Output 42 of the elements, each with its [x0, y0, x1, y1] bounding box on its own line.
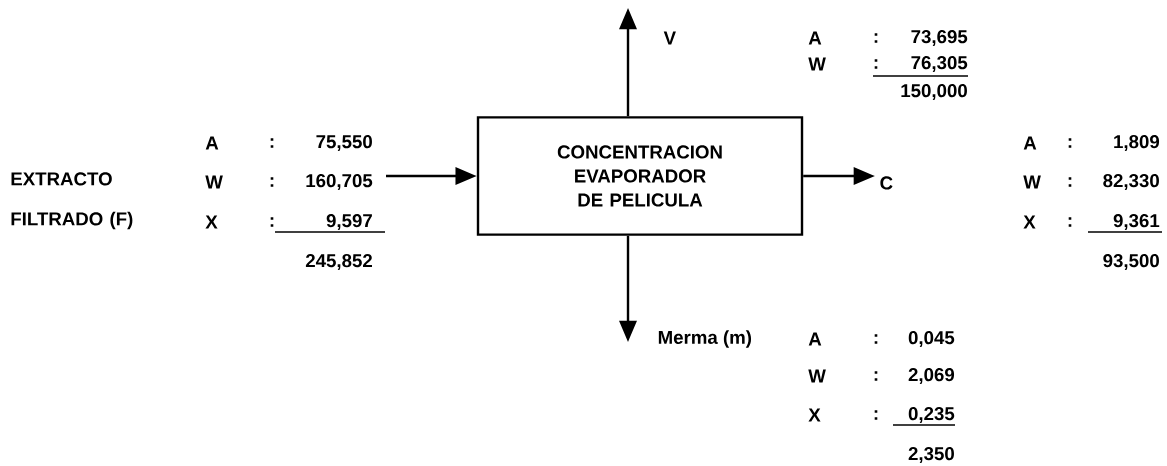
component-symbol: A: [205, 136, 219, 150]
mass-value: 9,361: [1113, 214, 1160, 230]
component-symbol: X: [808, 408, 821, 422]
separator: :: [1068, 217, 1072, 227]
mass-value: 9,597: [326, 214, 372, 230]
separator: :: [1068, 177, 1072, 187]
process-box: CONCENTRACION EVAPORADOR DE PELICULA: [476, 116, 804, 236]
component-symbol: W: [808, 369, 826, 383]
separator: :: [270, 177, 274, 187]
stream-label: C: [880, 176, 893, 190]
stream-label: Merma (m): [658, 330, 752, 348]
component-symbol: X: [205, 215, 218, 229]
component-symbol: W: [205, 175, 223, 189]
separator: :: [1068, 138, 1072, 148]
total-value: 150,000: [901, 84, 967, 100]
stream-name: EXTRACTO FILTRADO (F): [11, 172, 133, 230]
mass-value: 0,045: [908, 331, 955, 347]
mass-value: 2,069: [908, 368, 955, 384]
separator: :: [270, 217, 274, 227]
component-symbol: W: [1023, 175, 1041, 189]
component-symbol: A: [808, 31, 822, 45]
mass-value: 82,330: [1103, 174, 1159, 190]
stream-label: V: [663, 31, 676, 45]
separator: :: [874, 33, 878, 43]
mass-value: 0,235: [908, 407, 955, 423]
total-value: 2,350: [908, 447, 954, 463]
component-symbol: X: [1023, 215, 1036, 229]
mass-value: 1,809: [1114, 135, 1160, 151]
separator: :: [874, 59, 878, 69]
component-symbol: A: [1023, 136, 1037, 150]
separator: :: [874, 371, 878, 381]
separator: :: [874, 334, 878, 344]
separator: :: [270, 138, 274, 148]
mass-value: 76,305: [911, 56, 968, 72]
mass-value: 75,550: [316, 135, 372, 151]
mass-value: 73,695: [911, 30, 968, 46]
component-symbol: A: [808, 332, 822, 346]
component-symbol: W: [808, 57, 826, 71]
total-value: 245,852: [305, 254, 372, 270]
mass-value: 160,705: [306, 174, 373, 190]
separator: :: [874, 410, 878, 420]
total-value: 93,500: [1103, 254, 1159, 270]
